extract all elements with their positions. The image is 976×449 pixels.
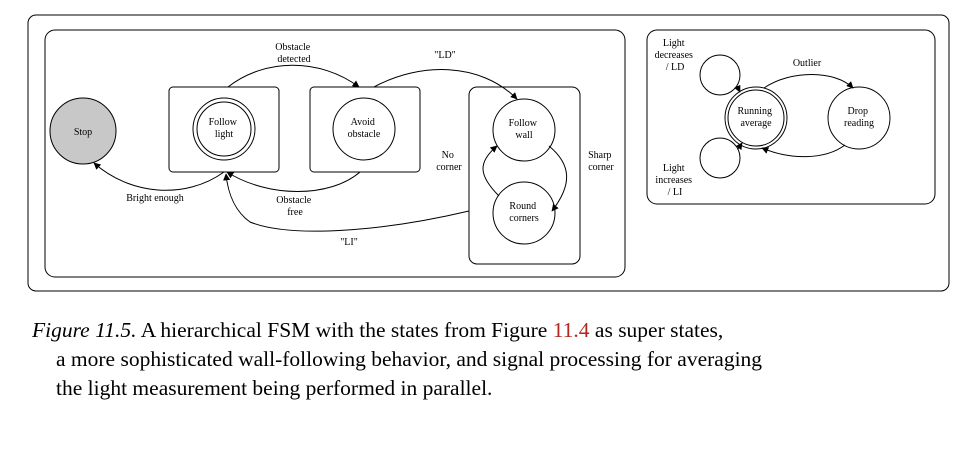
averaging-panel-border [646,29,936,205]
state-drop-reading: Drop reading [827,86,891,150]
state-follow-wall: Follow wall [492,98,556,162]
state-round-corners: Round corners [492,181,556,245]
edge-li [223,173,470,232]
caption-line-2: a more sophisticated wall-following beha… [56,347,763,371]
behavior-panel-border [44,29,626,278]
label-ld: "LD" [434,50,456,61]
state-running-average: Running average [724,86,788,150]
label-no-corner: No corner [436,150,462,173]
state-avoid-obstacle: Avoid obstacle [309,86,421,173]
caption-text-1: A hierarchical FSM with the states from … [136,318,553,342]
state-drop-reading-label: Drop reading [844,106,874,129]
caption-text-2: as super states, [589,318,724,342]
caption-line-1: Figure 11.5. A hierarchical FSM with the… [32,316,962,345]
caption-line-3: the light measurement being performed in… [56,376,493,400]
label-light-increases: Light increases / LI [655,163,694,198]
figure-caption: Figure 11.5. A hierarchical FSM with the… [32,316,962,403]
edge-ld [373,69,518,100]
arrowhead-light-decreases [734,84,741,93]
self-loop-light-decreases [699,54,741,96]
label-sharp-corner: Sharp corner [588,150,614,173]
label-outlier: Outlier [793,58,822,69]
state-follow-wall-label: Follow wall [509,118,540,141]
arrowhead-light-increases [735,142,743,151]
self-loop-light-increases [699,137,741,179]
fsm-figure: Stop Follow light Avoid obstacle [27,14,950,292]
edge-obstacle-detected [227,64,360,88]
state-running-average-label: Running average [738,106,775,129]
caption-label: Figure 11.5. [32,318,137,342]
edge-bright-enough [93,162,225,191]
state-follow-light: Follow light [168,86,280,173]
label-obstacle-free: Obstacle free [276,195,314,218]
label-obstacle-detected: Obstacle detected [275,42,313,65]
behavior-fsm-panel: Stop Follow light Avoid obstacle [44,29,626,278]
edge-no-corner [482,145,500,197]
state-stop: Stop [49,97,117,165]
label-light-decreases: Light decreases / LD [655,38,696,73]
label-bright-enough: Bright enough [126,193,184,204]
edge-sharp-corner [548,145,568,212]
light-averaging-panel: Running average Drop reading Light decre… [646,29,936,205]
state-round-corners-label: Round corners [509,201,539,224]
caption-figure-ref-link[interactable]: 11.4 [552,318,590,342]
edge-drop-return [761,144,846,158]
figure-frame [27,14,950,292]
state-stop-label: Stop [74,127,92,138]
state-follow-light-label: Follow light [209,117,240,140]
state-avoid-obstacle-label: Avoid obstacle [348,117,381,140]
state-wall-following: Follow wall Round corners [468,86,581,265]
label-li: "LI" [340,237,358,248]
edge-obstacle-free [226,171,361,192]
edge-outlier [763,74,854,89]
